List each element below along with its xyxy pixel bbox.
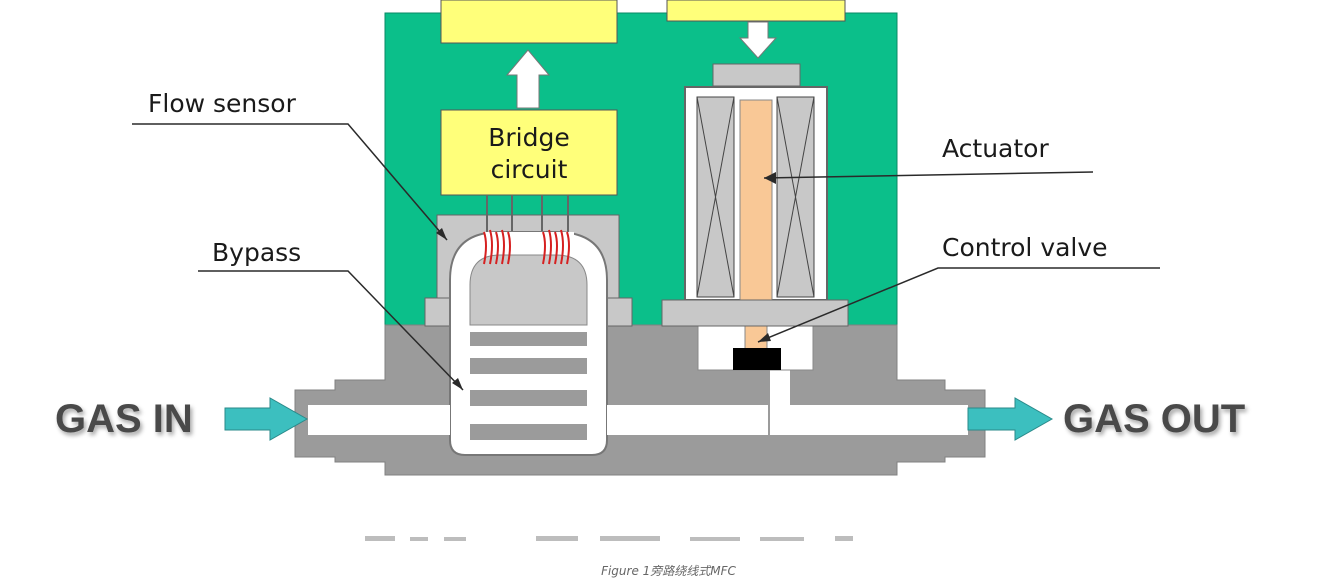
gas-out-arrow — [967, 397, 1054, 441]
sensor-tube-inner — [469, 254, 588, 326]
signal-arrow-up — [505, 49, 551, 109]
gas-channel — [308, 405, 968, 435]
valve-plug — [733, 348, 781, 370]
label-flow-sensor: Flow sensor — [148, 89, 297, 118]
signal-arrow-down — [738, 21, 778, 59]
label-gas-out: GAS OUT — [1063, 397, 1245, 441]
bridge-label-line1: Bridge — [488, 123, 570, 152]
label-actuator: Actuator — [942, 134, 1049, 163]
actuator-core — [739, 99, 773, 301]
leader-arrowheads — [436, 172, 776, 390]
figure-caption: Figure 1旁路绕线式MFC — [601, 564, 736, 578]
label-bypass: Bypass — [212, 238, 301, 267]
amplifier-box — [440, 0, 618, 44]
sensor-wires — [486, 195, 569, 232]
actuator-base — [661, 299, 849, 327]
bypass-plates — [470, 332, 587, 440]
label-gas-in: GAS IN — [55, 397, 193, 441]
bridge-circuit-box — [440, 109, 618, 196]
label-control-valve: Control valve — [942, 233, 1108, 262]
actuator-cap — [712, 63, 801, 87]
bridge-label-line2: circuit — [491, 155, 568, 184]
control-circuit-box — [666, 0, 846, 22]
mfc-diagram: Bridge circuit — [55, 0, 1245, 541]
heater-coils — [483, 229, 570, 265]
valve-port — [770, 370, 790, 435]
gas-in-arrow — [224, 397, 309, 441]
leader-lines — [132, 123, 1160, 391]
coil-cross-marks — [696, 96, 815, 298]
flow-body — [294, 324, 986, 476]
cropped-title-remnant — [365, 536, 853, 541]
